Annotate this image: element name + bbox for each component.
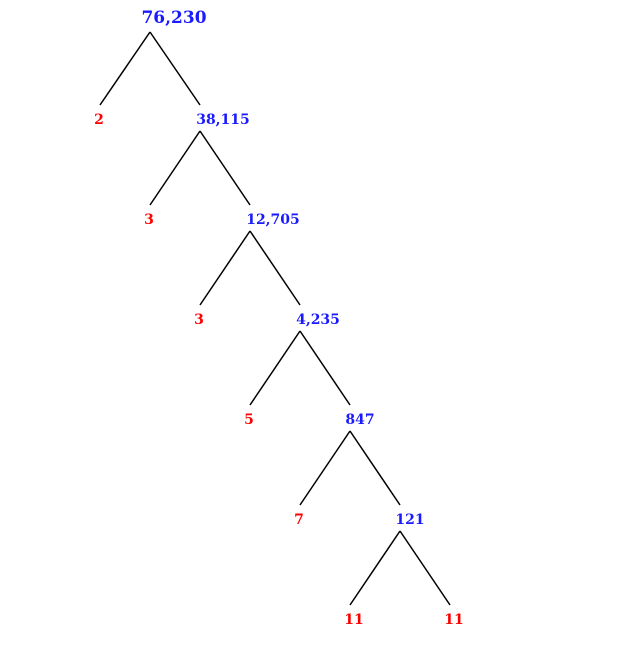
composite-factor-label: 38,115 [196, 112, 250, 128]
branch-line [199, 230, 251, 306]
branch-line [149, 31, 201, 106]
branch-line [199, 130, 251, 206]
branch-line [249, 230, 301, 306]
prime-factor-label: 7 [294, 512, 304, 528]
composite-factor-label: 121 [395, 512, 425, 528]
composite-factor-label: 847 [345, 412, 375, 428]
prime-factor-label: 2 [94, 112, 104, 128]
branch-line [99, 31, 151, 106]
branch-line [349, 530, 401, 606]
prime-factor-label: 5 [244, 412, 254, 428]
branch-line [349, 430, 401, 506]
composite-factor-label: 4,235 [296, 312, 340, 328]
composite-factor-label: 12,705 [246, 212, 300, 228]
prime-factor-label: 11 [344, 612, 364, 628]
branch-line [299, 430, 351, 506]
branch-line [399, 530, 451, 606]
prime-factor-label: 3 [144, 212, 154, 228]
root-number-label: 76,230 [141, 8, 207, 28]
branch-line [149, 130, 201, 206]
prime-factor-label: 11 [444, 612, 464, 628]
prime-factor-label: 3 [194, 312, 204, 328]
branch-line [249, 330, 301, 406]
branch-line [299, 330, 351, 406]
